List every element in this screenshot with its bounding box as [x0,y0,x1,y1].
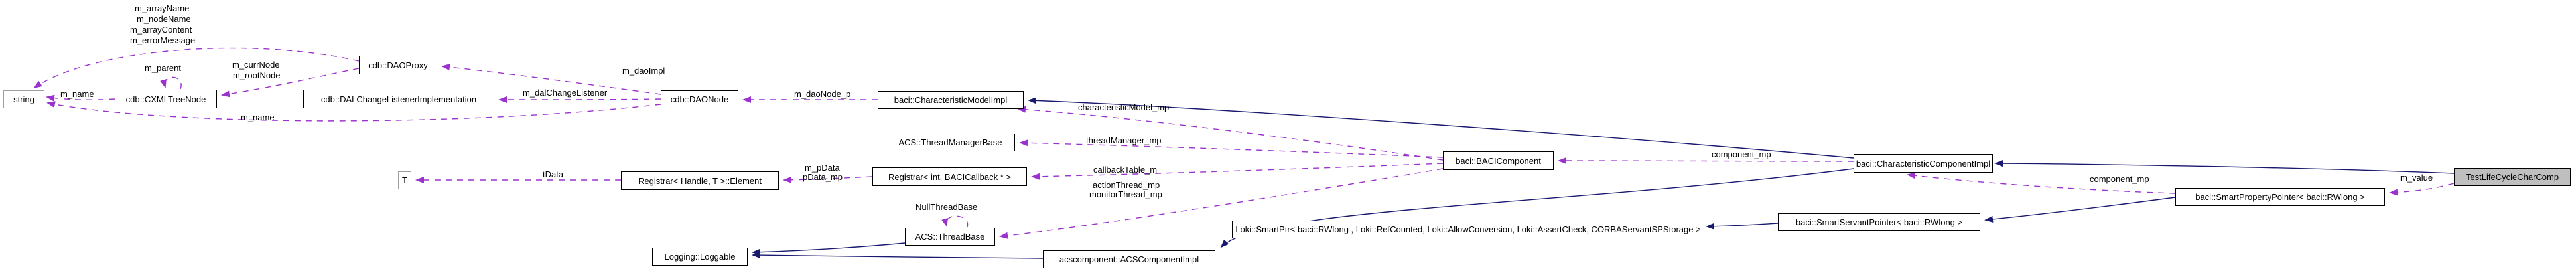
class-node-acscomponentimpl[interactable]: acscomponent::ACSComponentImpl [1043,250,1215,268]
class-node-cxmltreenode[interactable]: cdb::CXMLTreeNode [115,90,217,108]
edge-label-m-currnode: m_currNode [232,60,280,70]
edge-m-dalchangelistener [498,96,661,103]
edge-inherit-loggable-1 [752,252,1044,259]
class-node-bacicomponent[interactable]: baci::BACIComponent [1443,151,1554,170]
edge-label-m-value: m_value [2400,173,2433,183]
class-node-threadbase[interactable]: ACS::ThreadBase [905,228,995,246]
class-node-loki-smartptr[interactable]: Loki::SmartPtr< baci::RWlong , Loki::Ref… [1232,221,1704,238]
edge-m-parent [160,76,182,90]
class-node-characteristicmodelimpl[interactable]: baci::CharacteristicModelImpl [878,91,1024,109]
edge-label-actionthread-mp: actionThread_mp [1093,180,1160,190]
edge-label-monitorthread-mp: monitorThread_mp [1089,189,1162,199]
edge-m-value [2389,183,2455,196]
edge-inherit-loggable-2 [752,242,906,256]
edge-currnode [221,68,360,98]
edge-inherit-charmodel [1028,97,1854,159]
edge-inherit-servant [1984,197,2176,223]
edge-label-pdata-mp: pData_mp [803,172,843,182]
edge-nullthreadbase [941,215,969,228]
edge-threadmanager-mp [1019,139,1444,158]
class-node-t: T [398,171,411,189]
class-node-dalchangelistenerimpl[interactable]: cdb::DALChangeListenerImplementation [303,90,494,108]
class-node-smartpropertypointer[interactable]: baci::SmartPropertyPointer< baci::RWlong… [2175,188,2385,206]
class-node-loggable[interactable]: Logging::Loggable [652,248,748,266]
edge-label-m-daonode-p: m_daoNode_p [794,89,851,99]
edge-label-component-mp-1: component_mp [1712,149,1771,159]
edge-label-m-arrayname: m_arrayName [135,3,190,13]
class-node-daonode[interactable]: cdb::DAONode [661,90,738,108]
class-node-smartservantpointer[interactable]: baci::SmartServantPointer< baci::RWlong … [1778,213,1980,231]
class-node-daoproxy[interactable]: cdb::DAOProxy [359,56,437,74]
class-node-registrar-element[interactable]: Registrar< Handle, T >::Element [621,171,779,190]
edge-callbacktable-m [1031,163,1444,180]
edge-label-m-errormessage: m_errorMessage [130,35,196,45]
edge-label-callbacktable-m: callbackTable_m [1093,165,1158,175]
edge-label-tdata: tData [543,169,564,179]
class-node-string: string [3,90,44,108]
edge-label-threadmanager-mp: threadManager_mp [1086,136,1162,145]
edge-m-daoimpl [441,64,661,95]
edge-m-name-1 [46,94,115,102]
edge-label-m-name-1: m_name [60,89,94,99]
edge-label-characteristicmodel-mp: characteristicModel_mp [1078,102,1170,112]
edge-label-m-daoimpl: m_daoImpl [622,66,665,76]
class-node-registrar-bacicallback[interactable]: Registrar< int, BACICallback * > [872,167,1027,186]
edge-array-names [33,47,360,89]
edge-label-nullthreadbase: NullThreadBase [915,202,978,212]
edge-component-mp-2 [1907,172,2176,194]
edge-label-m-arraycontent: m_arrayContent [130,25,192,35]
class-node-testlifecyclecharcomp[interactable]: TestLifeCycleCharComp [2454,168,2571,186]
edge-m-name-2 [46,101,661,122]
edge-label-m-dalchangelistener: m_dalChangeListener [523,88,608,98]
class-node-characteristiccomponentimpl[interactable]: baci::CharacteristicComponentImpl [1854,154,1993,173]
edge-inherit-loki [1706,223,1779,230]
edge-label-m-pdata: m_pData [805,163,840,173]
edge-label-m-rootnode: m_rootNode [233,70,281,80]
edge-label-m-nodename: m_nodeName [137,14,191,24]
edge-inherit-charcomp [1994,160,2455,174]
edge-label-m-name-2: m_name [241,112,275,122]
edge-label-component-mp-2: component_mp [2090,174,2149,184]
edge-characteristicmodel-mp [1017,106,1444,161]
edge-label-m-parent: m_parent [145,63,181,73]
class-node-threadmanagerbase[interactable]: ACS::ThreadManagerBase [886,134,1015,151]
